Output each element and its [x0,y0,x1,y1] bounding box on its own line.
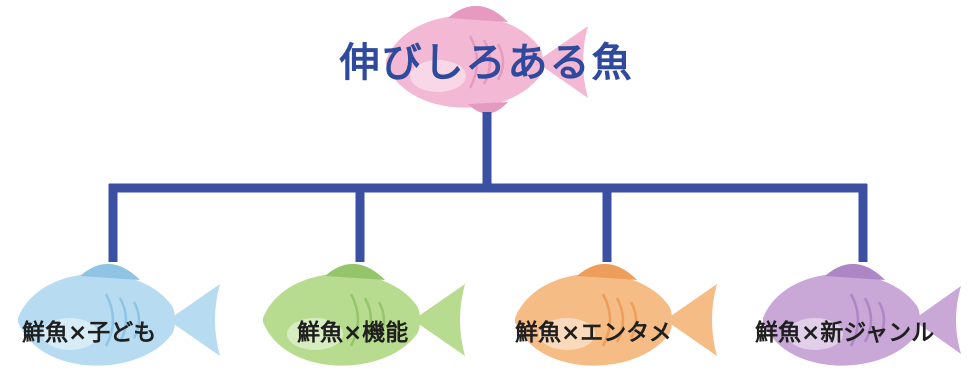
child-label-1: 鮮魚×子ども [22,320,157,346]
child-fish-icon-2 [263,263,465,366]
root-fish-icon [386,5,588,114]
child-fish-icon-1 [18,263,220,366]
child-fish-icon-4 [763,263,961,366]
child-label-3: 鮮魚×エンタメ [515,320,672,346]
connector-lines [108,112,868,262]
child-label-2: 鮮魚×機能 [297,320,409,346]
child-label-4: 鮮魚×新ジャンル [755,320,935,346]
child-fish-icon-3 [515,263,717,366]
root-label: 伸びしろある魚 [339,40,634,86]
